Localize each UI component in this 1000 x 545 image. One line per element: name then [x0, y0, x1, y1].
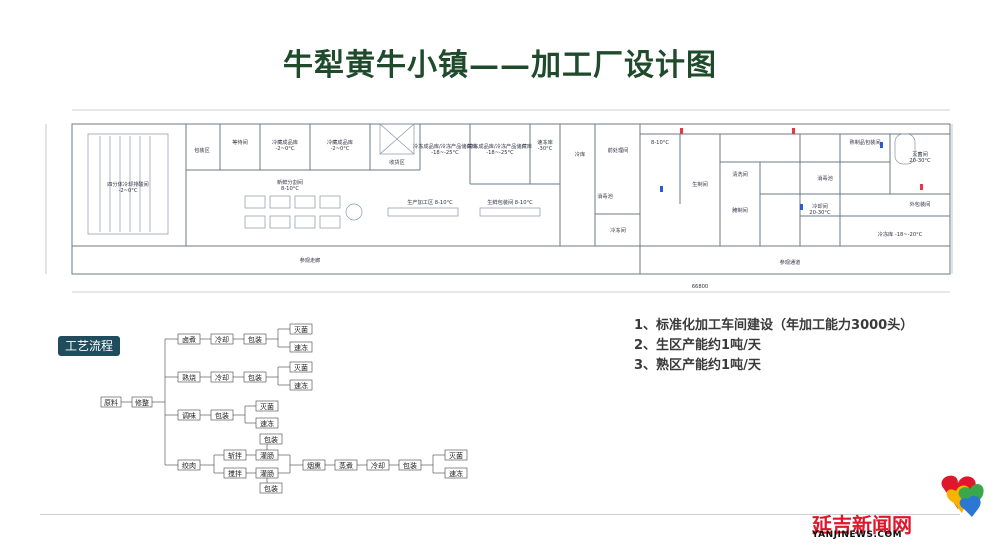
flow-node: 速冻: [294, 343, 308, 352]
flow-node: 包装: [264, 435, 278, 444]
flow-node: 冷却: [371, 461, 385, 470]
flow-node: 速冻: [449, 469, 463, 478]
divider-line: [40, 514, 960, 515]
room-label: 消毒池: [817, 174, 833, 182]
room-label: 清洗间: [732, 170, 748, 178]
process-flow-badge: 工艺流程: [58, 336, 120, 356]
flow-node: 灭菌: [260, 402, 274, 411]
room-label: 等待间: [232, 138, 248, 146]
room-label: 四分体冷却排酸间-2~0°C: [107, 180, 149, 194]
room-label: 冷冻间: [610, 226, 626, 234]
flow-node: 包装: [248, 335, 262, 344]
flow-node: 烟熏: [307, 461, 321, 470]
room-label: 消毒池: [597, 192, 613, 200]
flow-node: 灭菌: [294, 363, 308, 372]
room-label: 8-10°C: [651, 140, 669, 146]
flow-node: 搅拌: [228, 469, 242, 478]
flow-node: 绞肉: [182, 461, 196, 470]
process-flow: 原料 修整 卤煮 冷却 包装 灭菌 速冻 熟烧 冷却 包装 灭菌 速冻 调味 包…: [100, 323, 468, 494]
room-label: 冷库: [575, 150, 585, 158]
flow-node: 斩拌: [228, 451, 242, 460]
watermark-text: 延吉新闻网: [812, 513, 912, 537]
room-label: 速冻库-30°C: [537, 138, 553, 152]
room-label: 冷藏成品库-2~0°C: [327, 138, 353, 152]
flow-node: 原料: [104, 398, 118, 407]
flow-node: 灭菌: [449, 451, 463, 460]
room-label: 生制间: [692, 180, 708, 188]
flow-node: 卤煮: [182, 335, 196, 344]
flow-node: 速冻: [260, 419, 274, 428]
flow-node: 灭菌: [294, 325, 308, 334]
room-label: 参观走廊: [300, 256, 321, 264]
capacity-item: 2、生区产能约1吨/天: [634, 338, 761, 353]
watermark-url: YANJINEWS.COM: [812, 530, 903, 540]
flow-node: 包装: [403, 461, 417, 470]
room-label: 生产加工区 8-10°C: [407, 198, 453, 206]
room-label: 外包装间: [910, 200, 931, 208]
capacity-item: 1、标准化加工车间建设（年加工能力3000头）: [634, 318, 914, 333]
flow-node: 速冻: [294, 381, 308, 390]
flow-node: 冷却: [215, 373, 229, 382]
room-label: 熟制品包装间: [849, 138, 880, 146]
dimension-label: 66800: [692, 284, 709, 290]
room-label: 生鲜包装间 8-10°C: [487, 198, 533, 206]
room-label: 包装区: [194, 146, 210, 154]
room-label: 冷冻成品库/冷冻产品储藏库-18~-25°C: [413, 142, 477, 156]
room-label: 腌制间: [732, 206, 748, 214]
flow-node: 包装: [215, 411, 229, 420]
watermark: 延吉新闻网 YANJINEWS.COM: [812, 475, 992, 543]
floor-plan: 四分体冷却排酸间-2~0°C 包装区 等待间 冷藏成品库-2~0°C 冷藏成品库…: [45, 109, 953, 293]
flow-node: 修整: [135, 398, 149, 407]
flow-node: 包装: [248, 373, 262, 382]
room-label: 冷冻库 -18~-20°C: [878, 230, 923, 238]
watermark-logo-icon: [941, 475, 984, 517]
flow-node: 灌肠: [260, 451, 274, 460]
flow-node: 包装: [264, 484, 278, 493]
flow-node: 冷却: [215, 335, 229, 344]
room-label: 参观通道: [780, 258, 801, 266]
flow-node: 蒸煮: [339, 461, 353, 470]
page-title: 牛犁黄牛小镇——加工厂设计图: [283, 48, 717, 83]
flow-node: 灌肠: [260, 469, 274, 478]
room-label: 前处理间: [608, 146, 629, 154]
room-label: 冷藏成品库-2~0°C: [272, 138, 298, 152]
flow-node: 熟烧: [182, 373, 196, 382]
flow-node: 调味: [182, 411, 196, 420]
room-label: 收货区: [389, 158, 405, 166]
room-label: 冷冻成品库/冷冻产品储藏库-18~-25°C: [468, 142, 532, 156]
capacity-list: 1、标准化加工车间建设（年加工能力3000头） 2、生区产能约1吨/天 3、熟区…: [634, 316, 913, 376]
capacity-item: 3、熟区产能约1吨/天: [634, 358, 761, 373]
